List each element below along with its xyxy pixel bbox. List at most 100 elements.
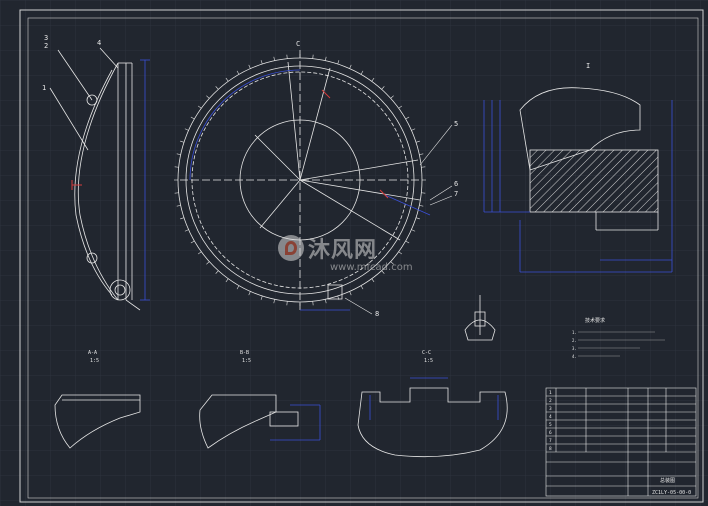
gear-tooth (415, 217, 420, 220)
gear-tooth (411, 128, 416, 131)
title-block (545, 387, 697, 497)
section-a-scale: 1:5 (90, 358, 99, 364)
callout-8: 8 (375, 310, 379, 318)
gear-tooth (390, 95, 394, 99)
gear-tooth (176, 153, 181, 155)
callout-7: 7 (454, 190, 458, 198)
section-c-title: C-C (422, 350, 431, 356)
gear-tooth (215, 86, 219, 90)
detail-view (519, 87, 659, 231)
side-view-red-marks (71, 180, 82, 190)
drawing-inner-frame (27, 17, 699, 499)
note-line-3: 3. (572, 346, 577, 351)
gear-tooth (337, 295, 340, 300)
gear-tooth (371, 77, 375, 82)
gear-tooth (225, 77, 229, 82)
gear-tooth (236, 285, 240, 290)
gear-tooth (398, 251, 403, 255)
watermark-url: www.mfcad.com (330, 262, 413, 273)
parts-row-1: 1 (549, 390, 552, 396)
gear-tooth (197, 105, 202, 109)
gear-tooth (405, 240, 410, 244)
gear-tooth (325, 299, 327, 304)
side-view-tag2-label: 3 (44, 34, 48, 42)
side-view-tag-label: 2 (44, 42, 48, 50)
section-c-dimensions (369, 377, 499, 420)
section-b-dimensions (270, 404, 321, 441)
parts-row-4: 4 (549, 414, 552, 420)
gear-tooth (381, 86, 385, 90)
gear-tooth (411, 229, 416, 232)
main-view-top-label: C (296, 40, 300, 48)
gear-tooth (176, 205, 181, 207)
callout-leaders (344, 124, 453, 315)
gear-tooth (236, 70, 240, 75)
gear-tooth (260, 60, 263, 65)
gear-tooth (184, 128, 189, 131)
gear-tooth (381, 270, 385, 274)
gear-tooth (349, 291, 352, 296)
section-b (199, 394, 299, 449)
gear-tooth (190, 116, 195, 120)
gear-tooth (184, 229, 189, 232)
gear-tooth (260, 295, 263, 300)
gear-tooth (215, 270, 219, 274)
main-gear-teeth (174, 54, 426, 306)
gear-tooth (349, 64, 352, 69)
detail-view-tag: I (586, 62, 590, 70)
gear-tooth (360, 285, 364, 290)
section-c-scale: 1:5 (424, 358, 433, 364)
note-line-4: 4. (572, 354, 577, 359)
section-a-title: A-A (88, 350, 97, 356)
gear-tooth (273, 56, 275, 61)
parts-row-7: 7 (549, 438, 552, 444)
gear-tooth (273, 299, 275, 304)
main-view-dimensions (189, 69, 431, 311)
gear-tooth (180, 140, 185, 143)
gear-tooth (371, 278, 375, 283)
callout-6: 6 (454, 180, 458, 188)
gear-tooth (190, 240, 195, 244)
gear-tooth (415, 140, 420, 143)
gear-tooth (180, 217, 185, 220)
technical-notes: 技术要求 1. 2. 3. 4. (572, 317, 665, 359)
gear-tooth (206, 95, 210, 99)
parts-row-8: 8 (549, 446, 552, 452)
gear-tooth (325, 56, 327, 61)
gear-tooth (337, 60, 340, 65)
gear-tooth (360, 70, 364, 75)
note-line-2: 2. (572, 338, 577, 343)
notes-title: 技术要求 (585, 317, 605, 324)
watermark-logo-icon (278, 235, 304, 261)
title-block-drawing-no: ZC1LY-05-00-0 (652, 490, 691, 496)
gear-tooth (405, 116, 410, 120)
gear-tooth (390, 261, 394, 265)
gear-tooth (225, 278, 229, 283)
parts-row-2: 2 (549, 398, 552, 404)
watermark-text: 沐风网 (308, 238, 378, 263)
gear-tooth (419, 153, 424, 155)
section-b-title: B-B (240, 350, 249, 356)
side-view (49, 47, 141, 311)
section-b-scale: 1:5 (242, 358, 251, 364)
note-line-1: 1. (572, 330, 577, 335)
gear-tooth (419, 205, 424, 207)
gear-tooth (206, 261, 210, 265)
gear-tooth (248, 291, 251, 296)
main-view-red-marks (321, 89, 389, 199)
parts-row-3: 3 (549, 406, 552, 412)
parts-row-5: 5 (549, 422, 552, 428)
side-view-l1-label: 1 (42, 84, 46, 92)
gear-tooth (197, 251, 202, 255)
watermark: 沐风网 (278, 232, 377, 264)
parts-row-6: 6 (549, 430, 552, 436)
section-a (54, 394, 141, 449)
small-detail (464, 295, 496, 341)
callout-5: 5 (454, 120, 458, 128)
drawing-outer-frame (19, 9, 704, 503)
section-c (357, 387, 508, 458)
gear-tooth (248, 64, 251, 69)
side-view-dimensions (140, 59, 150, 301)
detail-view-dimensions (483, 100, 673, 273)
